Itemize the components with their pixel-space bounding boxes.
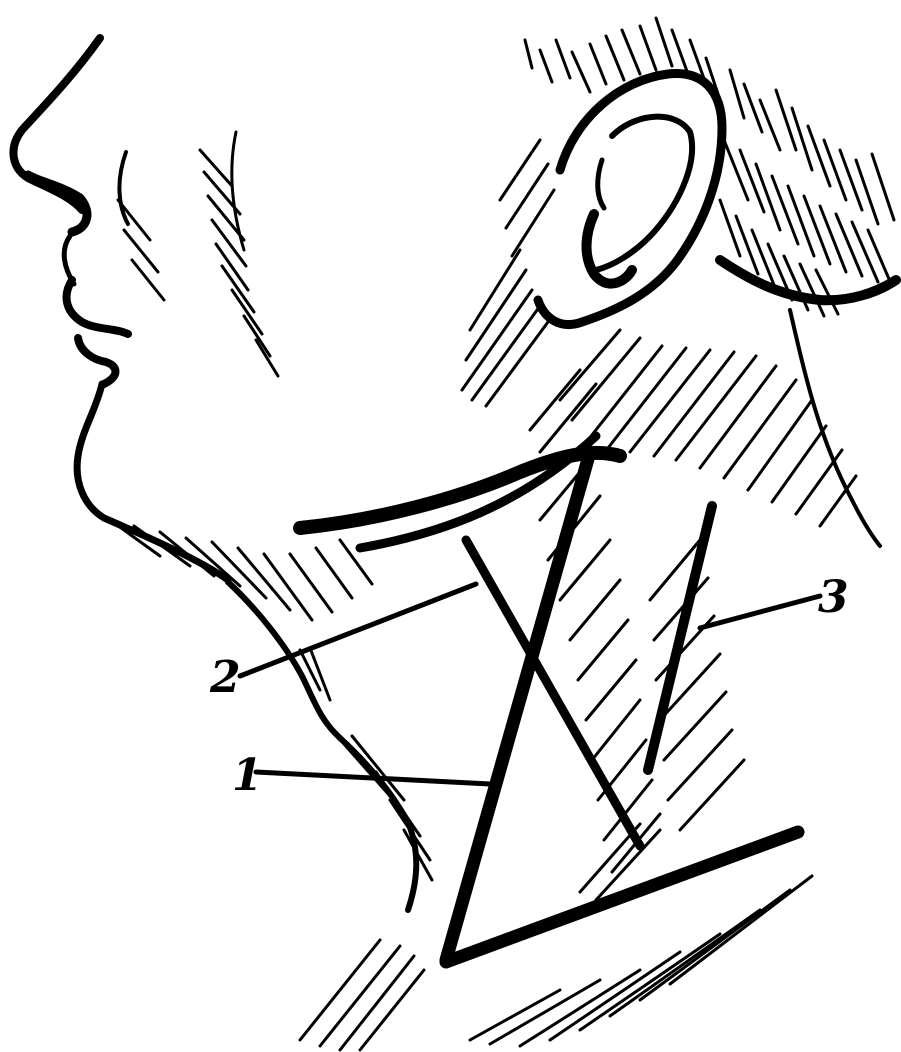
anterior-triangle-line xyxy=(446,452,590,960)
leader-line-3 xyxy=(700,596,820,628)
throat-outline xyxy=(228,582,416,910)
ear-antihelix xyxy=(596,117,692,270)
label-1: 1 xyxy=(232,750,263,801)
clavicle-line xyxy=(446,832,798,962)
upper-lip-outline xyxy=(67,280,128,334)
label-2: 2 xyxy=(209,652,241,703)
ear-helix-outline xyxy=(538,73,722,324)
ear xyxy=(538,73,722,324)
hair-strokes xyxy=(525,18,894,316)
ear-concha xyxy=(587,214,633,284)
triangle-lines xyxy=(446,452,798,962)
lower-lip-outline xyxy=(78,338,116,384)
nape-outline xyxy=(790,310,880,546)
label-3: 3 xyxy=(818,572,849,623)
ear-tragus xyxy=(598,160,604,208)
